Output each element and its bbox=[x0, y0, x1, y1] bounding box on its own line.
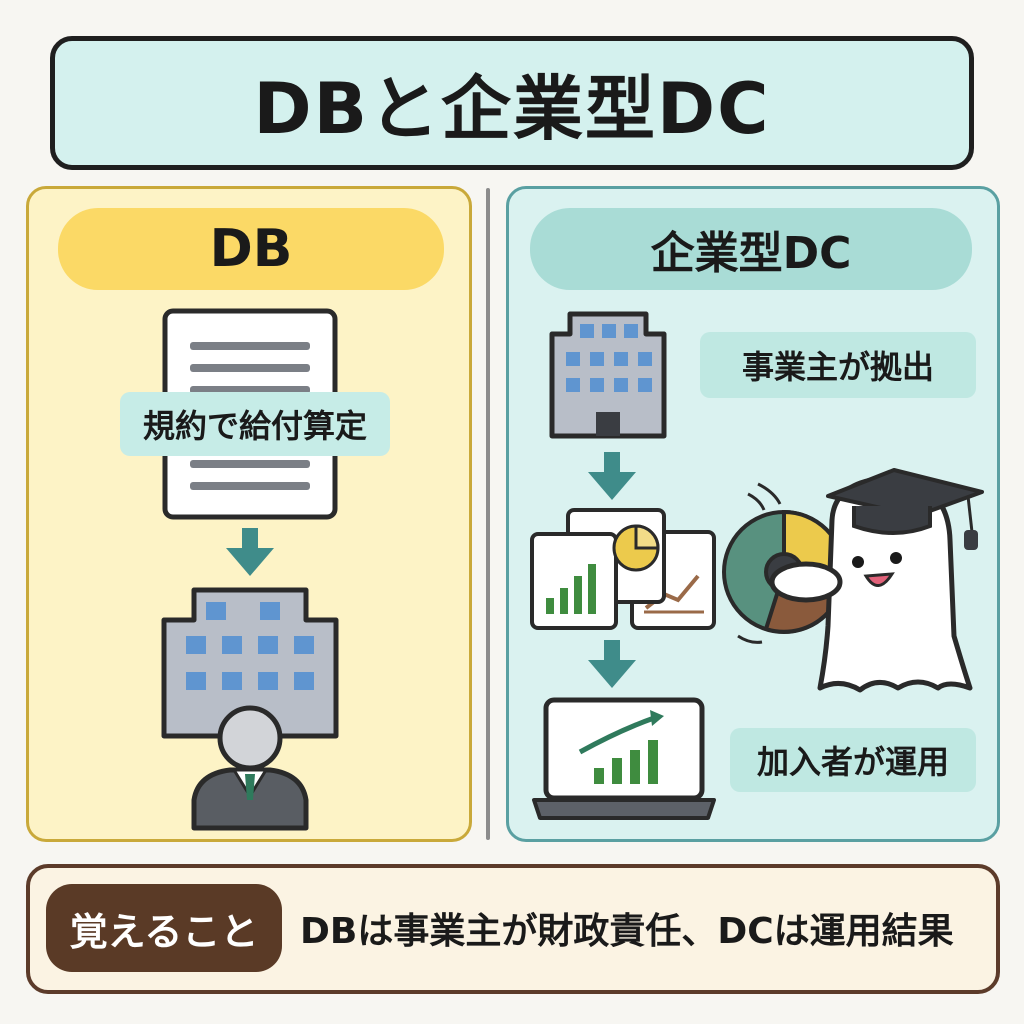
businessman-icon bbox=[191, 705, 309, 831]
takeaway-text: DBは事業主が財政責任、DCは運用結果 bbox=[300, 911, 954, 952]
ghost-graduate-mascot bbox=[769, 468, 984, 693]
arrow-down-icon bbox=[226, 528, 274, 576]
rule-calc-tag: 規約で給付算定 bbox=[120, 392, 390, 456]
title-banner: DBと企業型DC bbox=[50, 36, 974, 170]
takeaway-label: 覚えること bbox=[46, 884, 282, 972]
employer-contribution-tag: 事業主が拠出 bbox=[700, 332, 976, 398]
panel-divider bbox=[486, 188, 490, 840]
dc-heading: 企業型DC bbox=[530, 208, 972, 290]
arrow-down-icon bbox=[588, 452, 636, 500]
db-heading: DB bbox=[58, 208, 444, 290]
arrow-down-icon bbox=[588, 640, 636, 688]
office-building-icon bbox=[549, 311, 667, 439]
member-investment-tag: 加入者が運用 bbox=[730, 728, 976, 792]
office-building-icon bbox=[161, 587, 339, 739]
chart-cards-icon bbox=[530, 508, 716, 630]
page-title: DBと企業型DC bbox=[253, 67, 771, 150]
laptop-chart-icon bbox=[532, 697, 716, 820]
